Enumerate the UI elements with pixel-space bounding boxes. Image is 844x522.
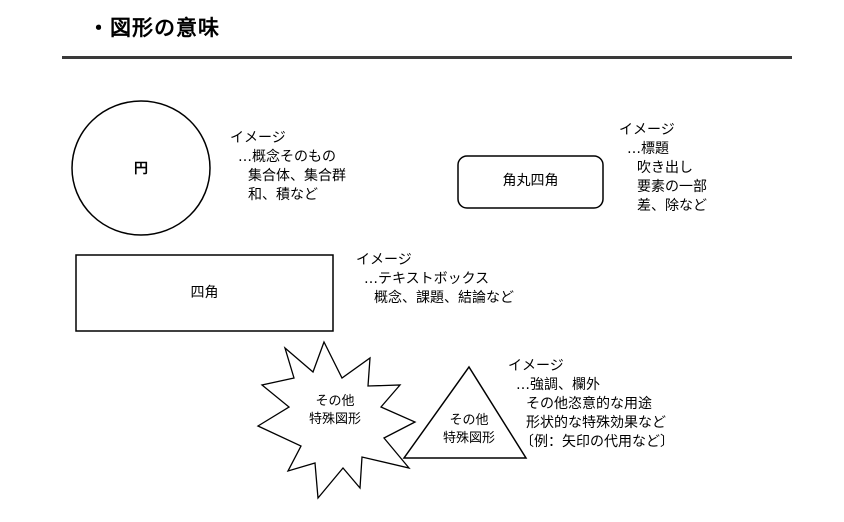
rect-note: イメージ …テキストボックス 概念、課題、結論など bbox=[356, 251, 514, 308]
circle-note: イメージ …概念そのもの 集合体、集合群 和、積など bbox=[230, 129, 346, 205]
rounded-rect-note-heading: イメージ bbox=[619, 122, 675, 138]
rect-note-line: 概念、課題、結論など bbox=[374, 290, 514, 306]
page-title: ・図形の意味 bbox=[88, 16, 220, 40]
rounded-rect-note-line: 差、除など bbox=[637, 198, 707, 214]
special-note-heading: イメージ bbox=[508, 358, 564, 374]
rounded-rect-label: 角丸四角 bbox=[502, 173, 559, 189]
rounded-rect-note-line: …標題 bbox=[627, 141, 669, 157]
special-note: イメージ …強調、欄外 その他恣意的な用途 形状的な特殊効果など 〔例：矢印の代… bbox=[508, 357, 674, 452]
rect-note-line: …テキストボックス bbox=[364, 271, 490, 287]
starburst-label-line: 特殊図形 bbox=[308, 412, 361, 427]
special-note-line: …強調、欄外 bbox=[516, 377, 600, 393]
title-underline bbox=[62, 56, 792, 59]
starburst-label: その他 特殊図形 bbox=[295, 393, 375, 429]
circle-note-heading: イメージ bbox=[230, 130, 286, 146]
special-note-line: その他恣意的な用途 bbox=[526, 396, 652, 412]
starburst-shape bbox=[256, 340, 417, 500]
circle-note-line: …概念そのもの bbox=[238, 149, 336, 165]
rect-note-heading: イメージ bbox=[356, 252, 412, 268]
triangle-label: その他 特殊図形 bbox=[429, 412, 509, 448]
rect-label: 四角 bbox=[190, 285, 219, 301]
circle-note-line: 集合体、集合群 bbox=[248, 168, 346, 184]
rounded-rect-shape bbox=[457, 155, 604, 209]
circle-note-line: 和、積など bbox=[248, 187, 318, 203]
rect-shape bbox=[75, 254, 334, 332]
triangle-label-line: その他 bbox=[449, 413, 489, 428]
rounded-rect-note-line: 要素の一部 bbox=[637, 179, 707, 195]
triangle-label-line: 特殊図形 bbox=[442, 431, 495, 446]
triangle-shape bbox=[402, 365, 528, 459]
special-note-line: 形状的な特殊効果など bbox=[526, 415, 666, 431]
circle-shape bbox=[71, 100, 211, 236]
starburst-label-line: その他 bbox=[315, 394, 355, 409]
special-note-line: 〔例：矢印の代用など〕 bbox=[520, 434, 674, 450]
circle-label: 円 bbox=[134, 161, 148, 177]
rounded-rect-note-line: 吹き出し bbox=[637, 160, 693, 176]
rounded-rect-note: イメージ …標題 吹き出し 要素の一部 差、除など bbox=[619, 121, 707, 216]
